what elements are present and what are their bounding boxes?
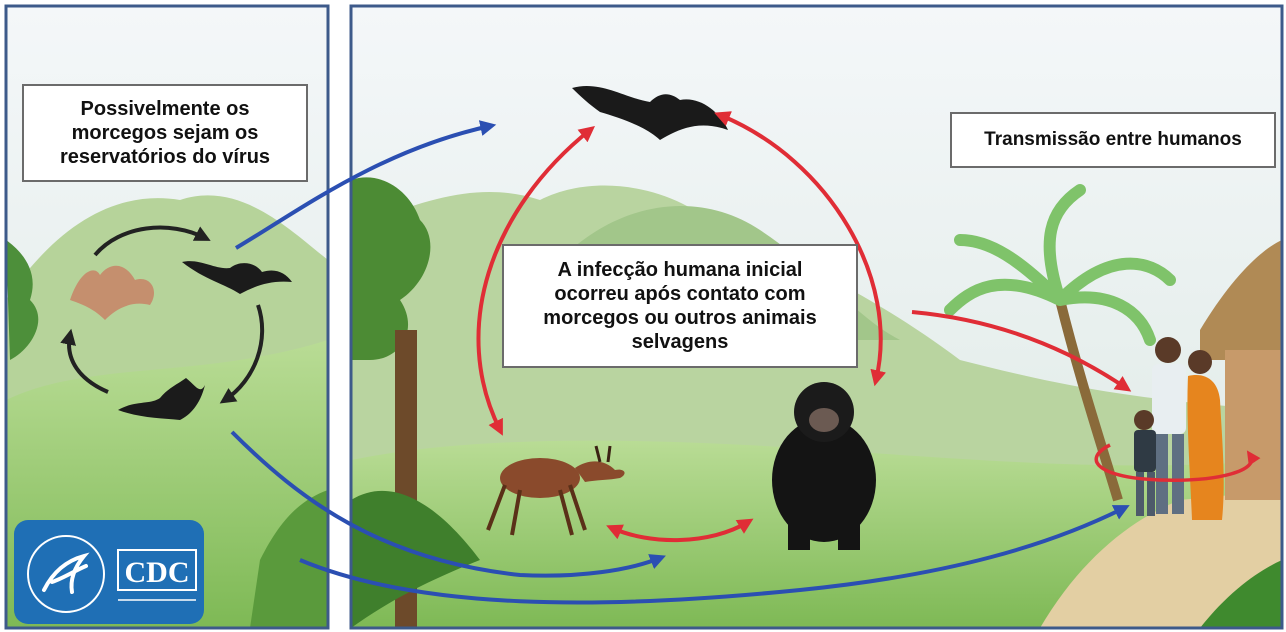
cdc-box	[117, 549, 197, 591]
initial-infection-line-3: morcegos ou outros animais	[543, 307, 817, 329]
human-transmission-label: Transmissão entre humanos	[950, 112, 1276, 168]
left-panel-border	[4, 4, 330, 630]
initial-infection-line-2: ocorreu após contato com	[554, 283, 806, 305]
cycle-arrow-right	[219, 304, 265, 404]
initial-infection-label: A infecção humana inicial ocorreu após c…	[502, 244, 858, 368]
left-foliage	[6, 240, 39, 360]
hut-roof	[1200, 240, 1282, 360]
bat-silhouette-small-1	[182, 261, 292, 294]
cdc-logo: CDC	[14, 520, 204, 624]
left-jungle-foliage	[351, 177, 431, 360]
left-bush	[250, 490, 328, 628]
fruit-bat-brown	[70, 265, 155, 320]
palm-fronds	[944, 184, 1176, 346]
reservoir-label: Possivelmente os morcegos sejam os reser…	[22, 84, 308, 182]
palm-trunk	[1055, 298, 1123, 502]
duiker-antelope	[486, 445, 625, 536]
bat-silhouette-small-2	[118, 378, 205, 420]
dirt-path	[1040, 490, 1282, 628]
red-arrow-human-circle	[1094, 443, 1261, 482]
hut-wall	[1225, 350, 1282, 500]
human-transmission-text: Transmissão entre humanos	[984, 128, 1242, 150]
reservoir-label-line-2: morcegos sejam os	[71, 122, 259, 144]
cycle-arrow-top	[93, 225, 211, 257]
chimpanzee	[772, 382, 876, 550]
bat-silhouette-large	[572, 85, 728, 140]
red-arrow-bat-antelope	[476, 125, 595, 436]
foreground-bush	[351, 490, 480, 628]
human-family	[1134, 337, 1224, 520]
hhs-eagle-icon	[42, 552, 90, 594]
blue-arrow-reservoir-to-bat	[234, 120, 497, 250]
initial-infection-line-4: selvagens	[631, 331, 729, 353]
right-foreground-grass	[1200, 560, 1282, 628]
reservoir-label-line-1: Possivelmente os	[80, 98, 250, 120]
reservoir-label-line-3: reservatórios do vírus	[59, 146, 271, 168]
blue-arrow-to-humans	[299, 505, 1130, 605]
red-arrow-to-humans	[911, 310, 1132, 392]
blue-arrow-to-forest	[230, 430, 666, 578]
red-arrow-bat-chimp	[714, 111, 887, 387]
hhs-seal	[27, 535, 105, 613]
cdc-text: CDC	[125, 556, 190, 589]
initial-infection-line-1: A infecção humana inicial	[557, 259, 803, 281]
cycle-arrow-left	[60, 328, 109, 394]
red-arrow-antelope-chimp	[606, 518, 754, 543]
right-panel-border	[349, 4, 1284, 630]
